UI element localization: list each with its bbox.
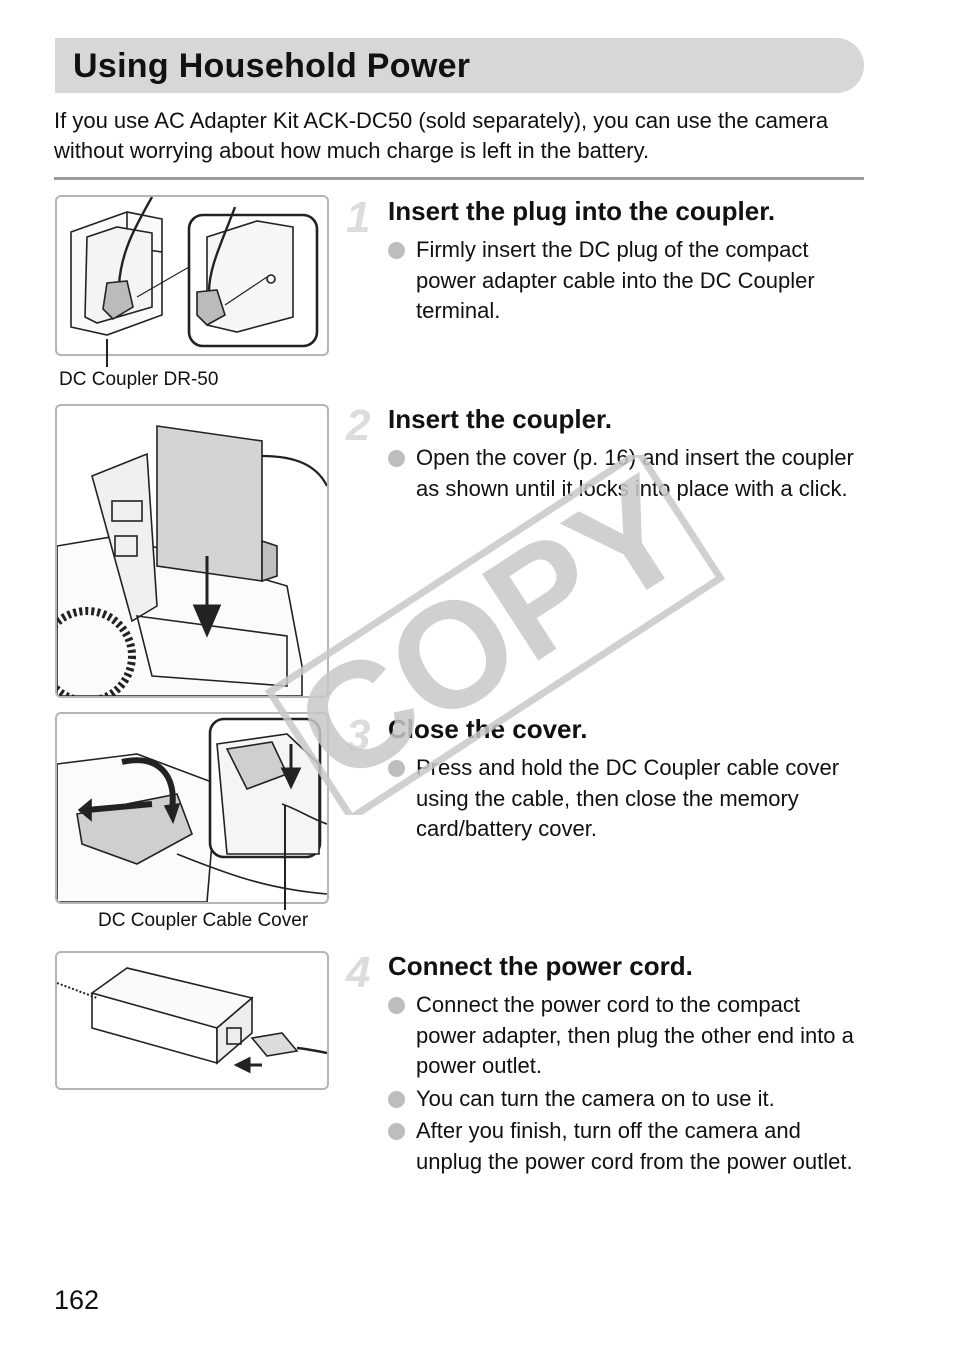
caption-leader-line [106, 339, 108, 367]
bullet-icon [388, 997, 405, 1014]
caption-dc-coupler: DC Coupler DR-50 [59, 369, 219, 390]
bullet-icon [388, 450, 405, 467]
list-item: Connect the power cord to the compact po… [388, 990, 858, 1082]
caption-leader-line [284, 805, 286, 910]
step-title: Close the cover. [388, 714, 588, 744]
power-adapter-illustration [55, 951, 329, 1090]
page-title: Using Household Power [73, 47, 471, 85]
step-bullets: Open the cover (p. 16) and insert the co… [388, 443, 858, 506]
list-item: Open the cover (p. 16) and insert the co… [388, 443, 858, 504]
bullet-icon [388, 242, 405, 259]
bullet-text: Press and hold the DC Coupler cable cove… [416, 755, 840, 841]
insert-coupler-illustration [55, 404, 329, 698]
caption-cable-cover: DC Coupler Cable Cover [98, 910, 309, 931]
step-bullets: Press and hold the DC Coupler cable cove… [388, 753, 858, 847]
title-bar: Using Household Power [55, 38, 864, 93]
page-number: 162 [54, 1285, 100, 1315]
list-item: After you finish, turn off the camera an… [388, 1116, 858, 1177]
step-number: 1 [346, 193, 371, 242]
step-number: 2 [346, 401, 371, 450]
list-item: You can turn the camera on to use it. [388, 1084, 858, 1115]
bullet-icon [388, 1123, 405, 1140]
close-cover-illustration [55, 712, 329, 904]
coupler-plug-illustration [55, 195, 329, 356]
step-bullets: Connect the power cord to the compact po… [388, 990, 858, 1179]
step-number: 4 [346, 948, 371, 997]
bullet-icon [388, 760, 405, 777]
bullet-text: Open the cover (p. 16) and insert the co… [416, 445, 854, 501]
bullet-text: After you finish, turn off the camera an… [416, 1118, 853, 1174]
step-number: 3 [346, 711, 371, 760]
step-title: Insert the plug into the coupler. [388, 196, 776, 226]
bullet-icon [388, 1090, 405, 1108]
intro-text: If you use AC Adapter Kit ACK-DC50 (sold… [54, 108, 829, 163]
list-item: Press and hold the DC Coupler cable cove… [388, 753, 858, 845]
bullet-text: Firmly insert the DC plug of the compact… [416, 237, 815, 323]
list-item: Firmly insert the DC plug of the compact… [388, 235, 858, 327]
bullet-text: You can turn the camera on to use it. [416, 1085, 775, 1111]
step-bullets: Firmly insert the DC plug of the compact… [388, 235, 858, 329]
step-title: Insert the coupler. [388, 404, 612, 434]
bullet-text: Connect the power cord to the compact po… [416, 992, 854, 1078]
divider [54, 177, 864, 180]
step-title: Connect the power cord. [388, 951, 693, 981]
